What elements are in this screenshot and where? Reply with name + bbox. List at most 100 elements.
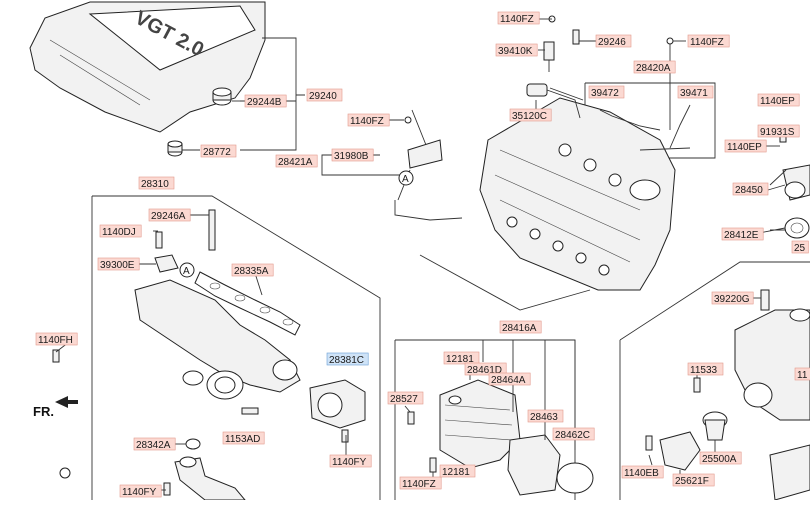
part-label-1140ep[interactable]: 1140EP — [757, 93, 800, 107]
part-label-28335a[interactable]: 28335A — [231, 263, 274, 277]
part-label-1140fz[interactable]: 1140FZ — [497, 11, 540, 25]
part-label-1140fy-b[interactable]: 1140FY — [119, 484, 162, 498]
bolt-1140fz-cooler[interactable] — [429, 457, 437, 473]
part-label-box — [99, 224, 142, 238]
bolt-28527[interactable] — [407, 411, 415, 425]
engine-cover[interactable]: VGT 2.0 — [29, 1, 266, 133]
part-label-11-partial[interactable]: 11 — [794, 367, 810, 381]
egr-cooler[interactable] — [439, 379, 521, 469]
part-label-1140fz-b[interactable]: 1140FZ — [687, 34, 730, 48]
front-direction-label: FR. — [33, 404, 54, 419]
part-label-text: 12181 — [446, 354, 474, 365]
camshaft-sensor[interactable] — [526, 83, 581, 119]
part-label-1140dj[interactable]: 1140DJ — [99, 224, 142, 238]
stud-29246a[interactable] — [208, 209, 216, 251]
egr-pipe-assembly[interactable] — [394, 109, 463, 221]
part-label-1140fy[interactable]: 1140FY — [329, 454, 372, 468]
sensor-39220g[interactable] — [760, 289, 770, 311]
cover-bushing[interactable] — [167, 140, 183, 157]
sensor-39410k[interactable] — [543, 41, 555, 72]
bolt-1140fz-pipe[interactable] — [404, 116, 412, 124]
part-label-1140fz-c[interactable]: 1140FZ — [347, 113, 390, 127]
part-label-39472[interactable]: 39472 — [588, 85, 625, 99]
part-label-28412e[interactable]: 28412E — [721, 227, 764, 241]
part-label-39471[interactable]: 39471 — [677, 85, 714, 99]
part-label-39300e[interactable]: 39300E — [97, 257, 140, 271]
part-label-29246[interactable]: 29246 — [595, 34, 632, 48]
injector-harness-39471[interactable] — [669, 104, 691, 149]
part-label-28450[interactable]: 28450 — [732, 182, 769, 196]
group-frames — [91, 82, 810, 500]
part-label-28421a[interactable]: 28421A — [275, 154, 318, 168]
part-label-35120c[interactable]: 35120C — [509, 108, 552, 122]
part-label-29244b[interactable]: 29244B — [244, 94, 287, 108]
part-label-91931s[interactable]: 91931S — [757, 124, 800, 138]
part-label-11533[interactable]: 11533 — [687, 362, 724, 376]
bolt-1140fh[interactable] — [52, 349, 60, 363]
water-outlet-housing[interactable] — [734, 308, 810, 421]
part-label-12181-b[interactable]: 12181 — [439, 464, 476, 478]
part-label-box — [133, 437, 176, 451]
gasket-28342a[interactable] — [185, 438, 201, 450]
egr-cooler-housing-right[interactable] — [782, 164, 810, 201]
sensor-39300e[interactable] — [154, 254, 179, 273]
part-label-31980b[interactable]: 31980B — [331, 148, 374, 162]
part-label-28461d[interactable]: 28461D — [464, 362, 507, 376]
part-label-28420a[interactable]: 28420A — [633, 60, 676, 74]
part-label-1140fz-d[interactable]: 1140FZ — [399, 476, 442, 490]
thermostat[interactable] — [702, 411, 728, 441]
part-label-box — [464, 362, 507, 376]
part-label-29240[interactable]: 29240 — [306, 88, 343, 102]
part-label-39220g[interactable]: 39220G — [711, 291, 754, 305]
bolt-1140fz-right[interactable] — [666, 37, 674, 45]
part-label-28462c[interactable]: 28462C — [552, 427, 595, 441]
part-label-28464a[interactable]: 28464A — [488, 372, 531, 386]
nut-lower-left[interactable] — [59, 467, 71, 479]
part-label-1140fh[interactable]: 1140FH — [35, 332, 78, 346]
injector-harness-39472[interactable] — [599, 109, 661, 131]
part-label-25500a[interactable]: 25500A — [699, 451, 742, 465]
part-label-28463[interactable]: 28463 — [527, 409, 564, 423]
cover-grommet[interactable] — [212, 87, 232, 106]
part-label-1140eb[interactable]: 1140EB — [621, 465, 664, 479]
part-label-28381c[interactable]: 28381C — [326, 352, 369, 366]
water-pipe-right[interactable] — [769, 444, 810, 501]
part-label-box — [439, 464, 476, 478]
bolt-1140fy[interactable] — [341, 429, 349, 443]
manifold-gasket[interactable] — [194, 271, 301, 336]
part-label-text: 28420A — [636, 63, 671, 74]
part-label-box — [347, 113, 390, 127]
part-label-box — [687, 362, 724, 376]
stud-29246[interactable] — [572, 29, 580, 45]
throttle-body[interactable] — [309, 379, 366, 429]
part-label-1140ep-b[interactable]: 1140EP — [724, 139, 767, 153]
part-label-box — [326, 352, 369, 366]
bolt-11533[interactable] — [693, 377, 701, 393]
intake-manifold[interactable] — [134, 279, 301, 400]
water-housing-frame — [619, 261, 810, 500]
part-label-39410k[interactable]: 39410K — [495, 43, 538, 57]
callout-a-lower — [179, 262, 195, 278]
part-label-28772[interactable]: 28772 — [200, 144, 237, 158]
part-label-28527[interactable]: 28527 — [387, 391, 424, 405]
bolt-1140fy-lower[interactable] — [163, 482, 171, 496]
part-label-box — [497, 11, 540, 25]
part-label-25621f[interactable]: 25621F — [672, 473, 715, 487]
part-label-25-partial[interactable]: 25 — [791, 240, 809, 254]
bolt-1153ad[interactable] — [241, 407, 259, 415]
part-label-28342a[interactable]: 28342A — [133, 437, 176, 451]
part-label-text: 39471 — [680, 88, 708, 99]
egr-pipe-lower[interactable] — [174, 456, 247, 501]
part-label-28416a[interactable]: 28416A — [499, 320, 542, 334]
thermostat-cover[interactable] — [659, 431, 701, 471]
cylinder-head[interactable] — [479, 97, 676, 291]
bolt-1140eb[interactable] — [645, 435, 653, 451]
part-label-1153ad[interactable]: 1153AD — [222, 431, 265, 445]
bolt-1140dj[interactable] — [155, 231, 163, 249]
egr-valve[interactable] — [507, 434, 594, 496]
part-label-text: 28416A — [502, 323, 537, 334]
part-label-28310[interactable]: 28310 — [138, 176, 175, 190]
part-label-29246a[interactable]: 29246A — [148, 208, 191, 222]
gasket-28412e[interactable] — [784, 217, 810, 239]
part-label-12181[interactable]: 12181 — [443, 351, 480, 365]
